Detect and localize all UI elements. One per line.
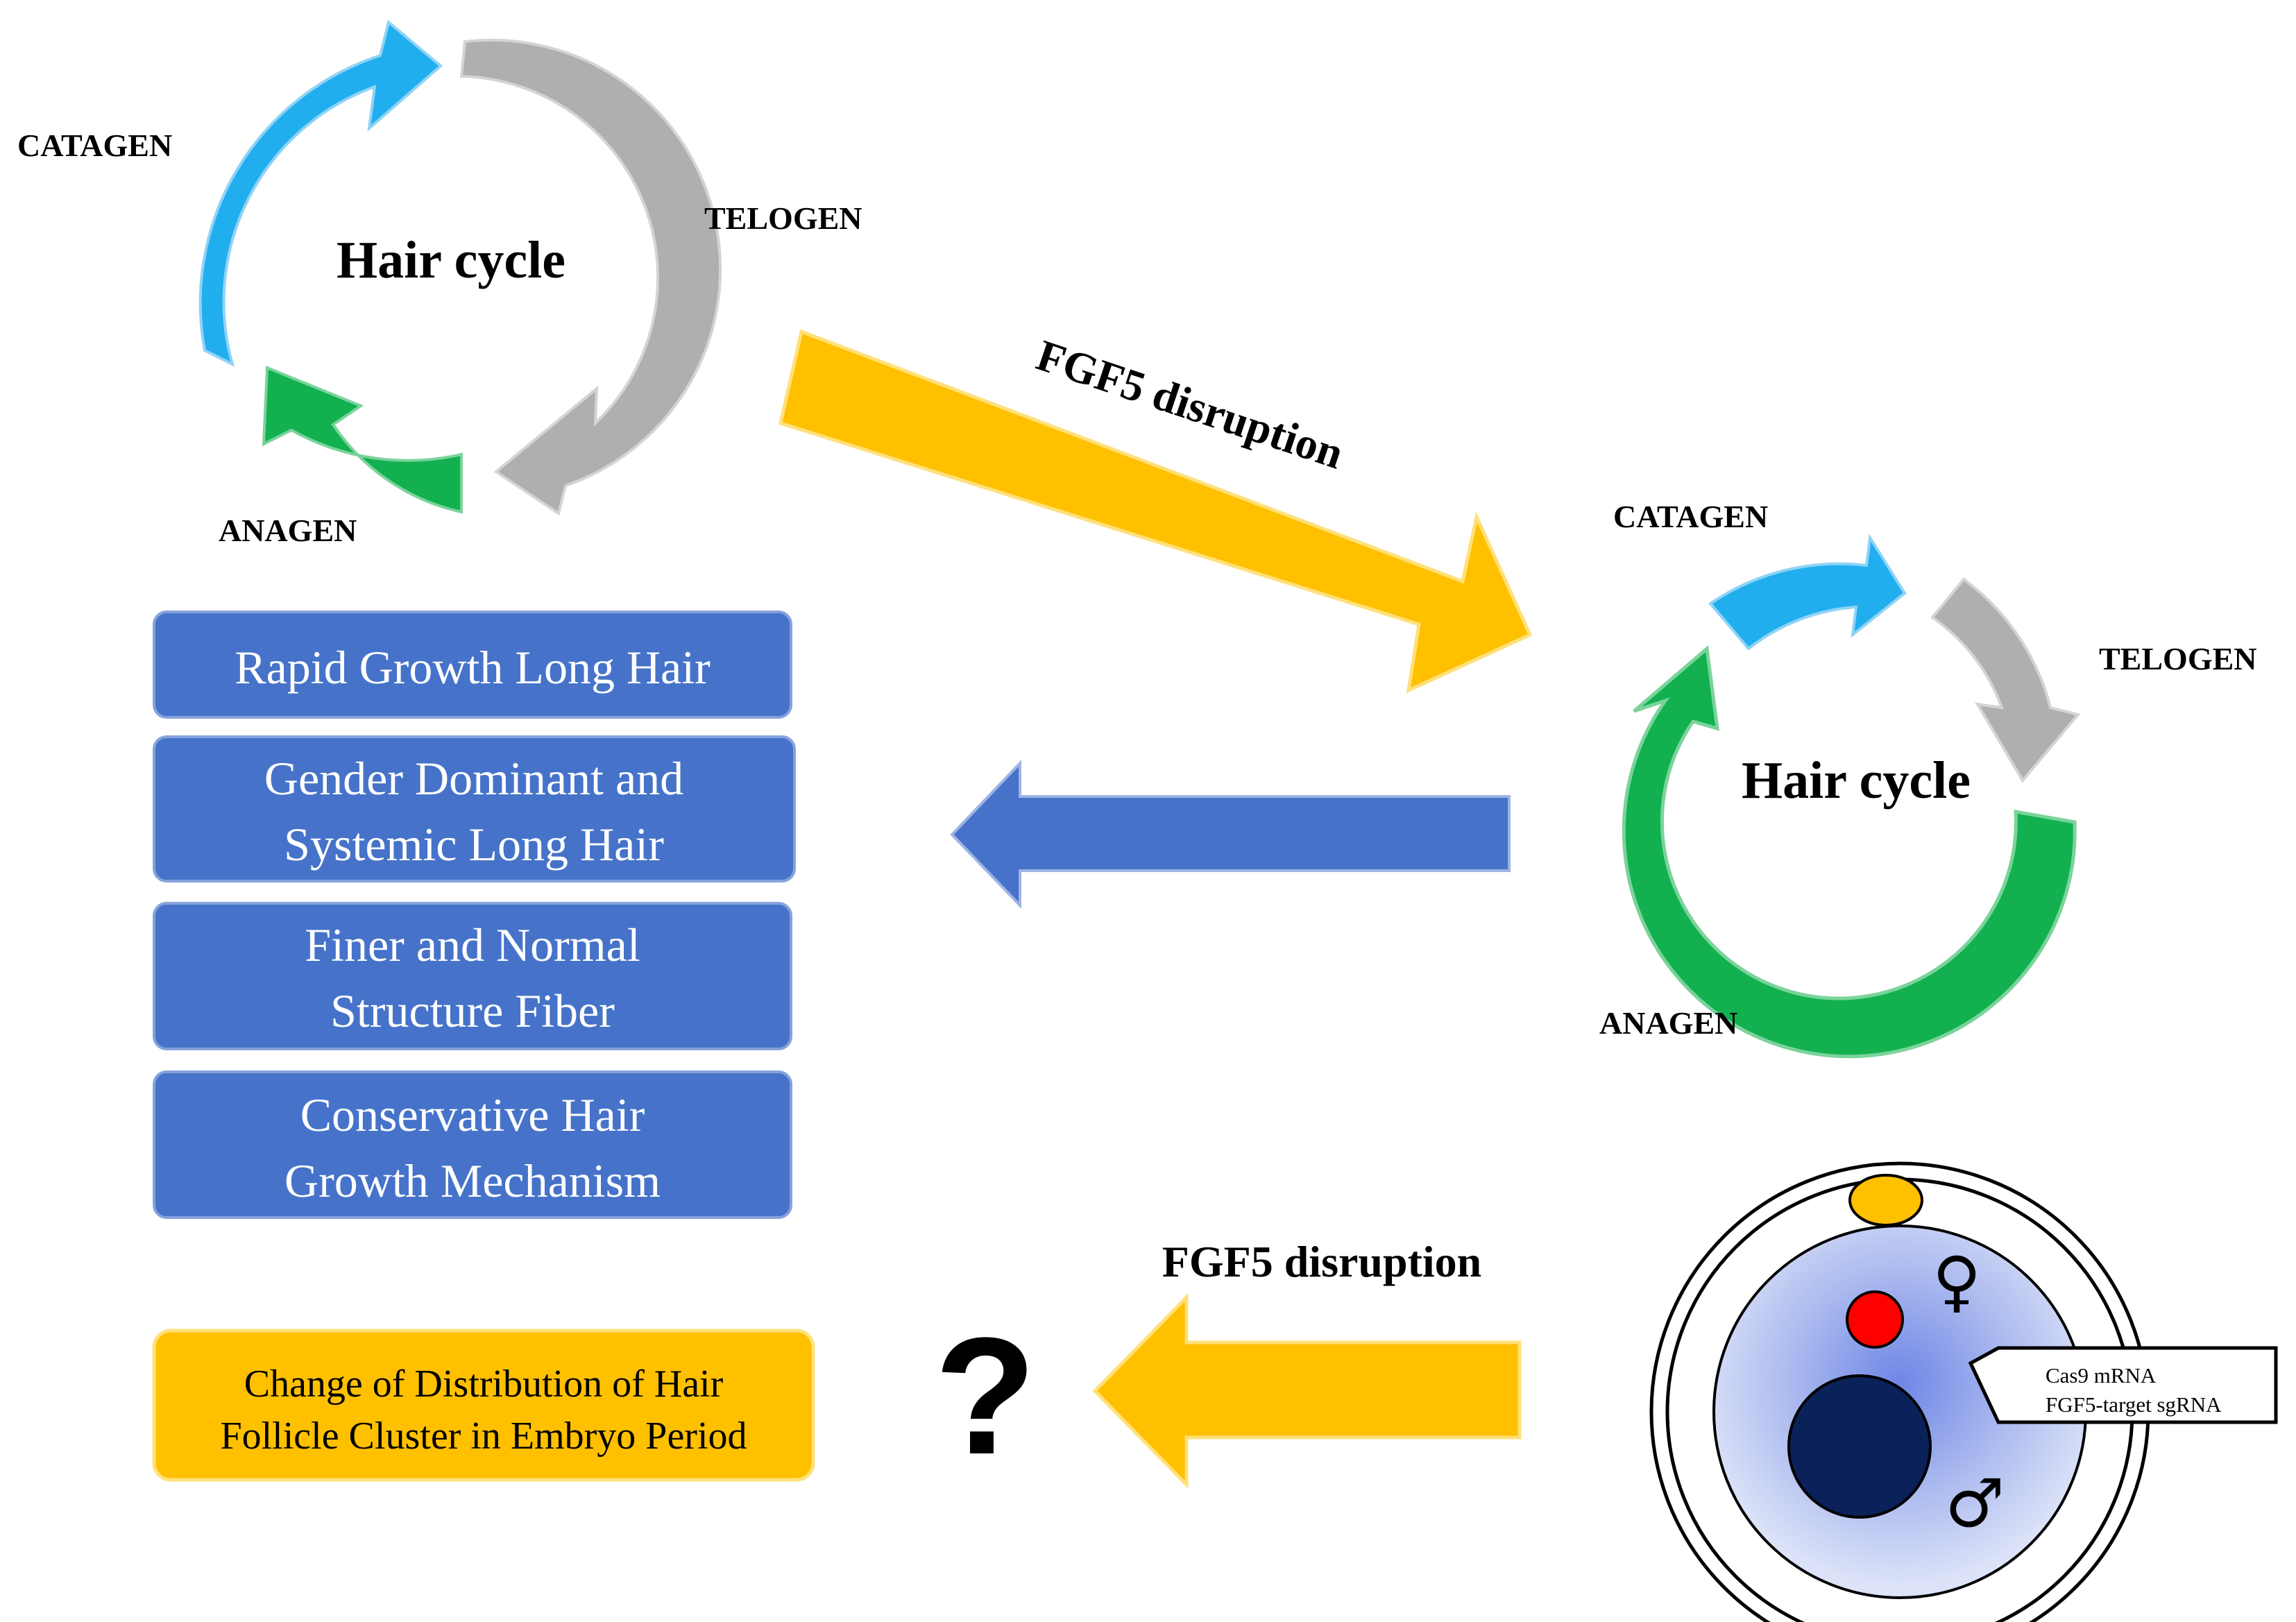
disrupted-telogen-arc-arrow (1930, 577, 2081, 783)
phenotype-box-4: Conservative Hair Growth Mechanism (153, 1070, 792, 1219)
phenotype-box-3: Finer and Normal Structure Fiber (153, 902, 792, 1050)
question-mark: ? (935, 1303, 1037, 1489)
disrupted-cycle-title: Hair cycle (1742, 751, 1971, 810)
phenotype-4-line1: Conservative Hair (300, 1089, 645, 1141)
disrupted-telogen-label: TELOGEN (2099, 641, 2257, 676)
blue-result-arrow (950, 759, 1511, 909)
embryo-box-line1: Change of Distribution of Hair (244, 1363, 724, 1406)
male-pronucleus (1787, 1374, 1932, 1519)
catagen-arc-arrow (198, 19, 443, 367)
fgf5-disruption-label-bottom: FGF5 disruption (1162, 1237, 1482, 1286)
embryo-box-line2: Follicle Cluster in Embryo Period (220, 1415, 747, 1458)
normal-catagen-label: CATAGEN (17, 128, 172, 163)
callout-cas9-text: Cas9 mRNA (2046, 1363, 2157, 1388)
normal-anagen-label: ANAGEN (219, 513, 357, 548)
phenotype-box-2: Gender Dominant and Systemic Long Hair (153, 735, 796, 882)
fgf5-disruption-arrow-top: FGF5 disruption (779, 329, 1533, 694)
normal-telogen-label: TELOGEN (704, 200, 862, 236)
injection-callout (1968, 1346, 2278, 1424)
normal-cycle-title: Hair cycle (337, 231, 566, 289)
embryo-period-box: Change of Distribution of Hair Follicle … (152, 1329, 815, 1482)
anagen-arc-arrow (262, 366, 463, 514)
callout-sgrna-text: FGF5-target sgRNA (2046, 1392, 2222, 1417)
zygote: ♀ ♂ Cas9 mRNA FGF5-target sgRNA (1649, 1161, 2278, 1622)
disrupted-anagen-label: ANAGEN (1599, 1005, 1737, 1041)
phenotype-2-line2: Systemic Long Hair (284, 818, 664, 871)
phenotype-box-1: Rapid Growth Long Hair (153, 611, 792, 719)
polar-body (1848, 1174, 1923, 1227)
telogen-arc-arrow (459, 38, 722, 516)
female-symbol-icon: ♀ (1932, 1243, 1981, 1320)
phenotype-3-line2: Structure Fiber (330, 984, 615, 1037)
phenotype-1-text: Rapid Growth Long Hair (235, 641, 711, 694)
normal-hair-cycle: Hair cycle CATAGEN TELOGEN ANAGEN (17, 19, 862, 548)
disrupted-catagen-label: CATAGEN (1613, 499, 1768, 534)
fgf5-disruption-arrow-bottom: FGF5 disruption (1092, 1237, 1522, 1489)
disrupted-hair-cycle: Hair cycle CATAGEN TELOGEN ANAGEN (1599, 499, 2257, 1059)
phenotype-4-line2: Growth Mechanism (284, 1154, 661, 1207)
phenotype-2-line1: Gender Dominant and (264, 752, 683, 805)
disrupted-catagen-arc-arrow (1708, 533, 1907, 651)
phenotype-3-line1: Finer and Normal (305, 919, 640, 971)
female-pronucleus (1846, 1290, 1904, 1349)
male-symbol-icon: ♂ (1945, 1465, 2005, 1542)
disrupted-anagen-arc-arrow (1622, 645, 2077, 1059)
